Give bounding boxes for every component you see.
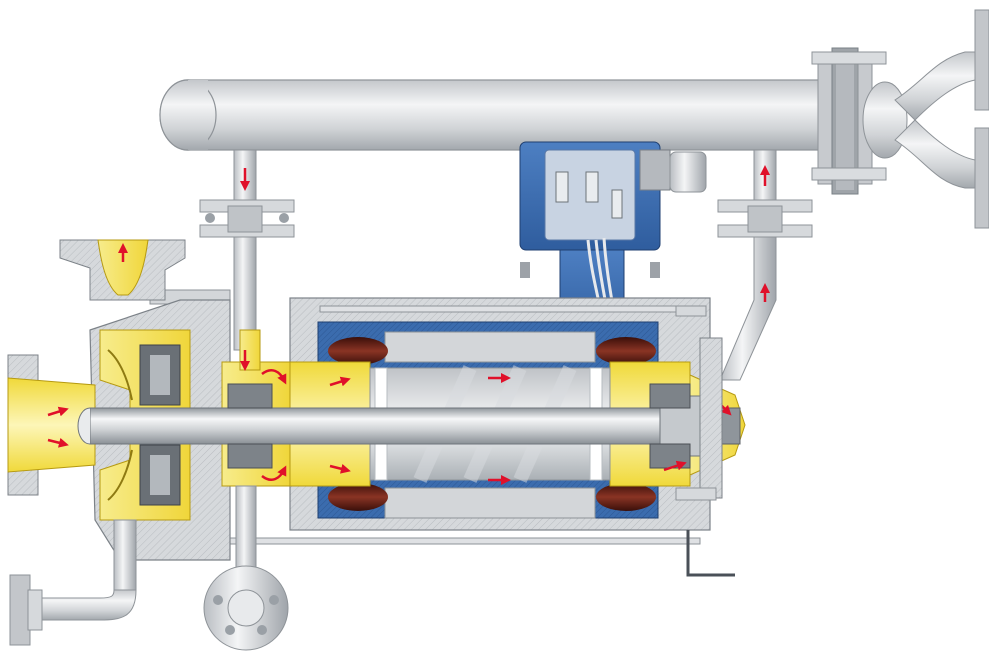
cable-gland-icon bbox=[669, 151, 707, 193]
discharge-nozzle bbox=[97, 239, 149, 296]
suction-inlet bbox=[7, 377, 96, 473]
bottom-flange bbox=[203, 485, 289, 651]
return-pipe bbox=[717, 149, 813, 381]
bearing bbox=[227, 383, 691, 469]
rear-cover bbox=[675, 305, 735, 577]
stator-winding bbox=[328, 337, 656, 511]
heat-exchanger-pipe bbox=[159, 9, 989, 229]
drain-pipe bbox=[9, 519, 137, 646]
terminal-box bbox=[519, 141, 707, 341]
